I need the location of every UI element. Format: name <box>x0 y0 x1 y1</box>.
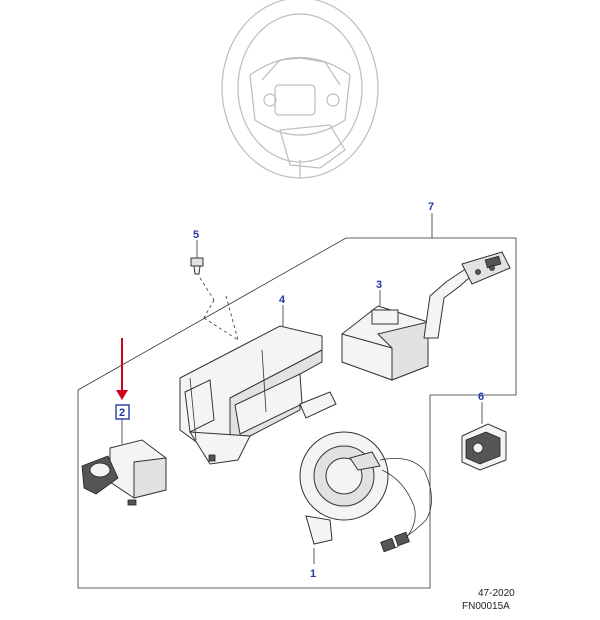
callout-2-highlight-box <box>115 404 130 420</box>
callout-6-label: 6 <box>478 391 484 403</box>
callout-4-label: 4 <box>279 294 286 306</box>
red-arrow-head <box>116 390 128 400</box>
part-5-clip: 5 <box>190 229 239 341</box>
steering-wheel-illustration <box>221 0 379 179</box>
part-6-switch: 6 <box>461 391 507 471</box>
part-1-clockspring: 1 <box>299 431 432 580</box>
callout-7-label: 7 <box>428 201 434 213</box>
reference-code: 47-2020 <box>478 588 515 599</box>
assembly-outline <box>77 237 517 589</box>
part-4-bracket: 4 <box>179 294 337 465</box>
part-7-stalk <box>423 251 511 339</box>
part-3-module: 3 <box>341 279 429 381</box>
part-2-switch: 2 <box>81 338 167 506</box>
callout-5-label: 5 <box>193 229 199 241</box>
callout-3-label: 3 <box>376 279 382 291</box>
figure-code: FN00015A <box>462 601 510 612</box>
callout-1-label: 1 <box>310 568 316 580</box>
callout-2-label: 2 <box>119 407 125 419</box>
